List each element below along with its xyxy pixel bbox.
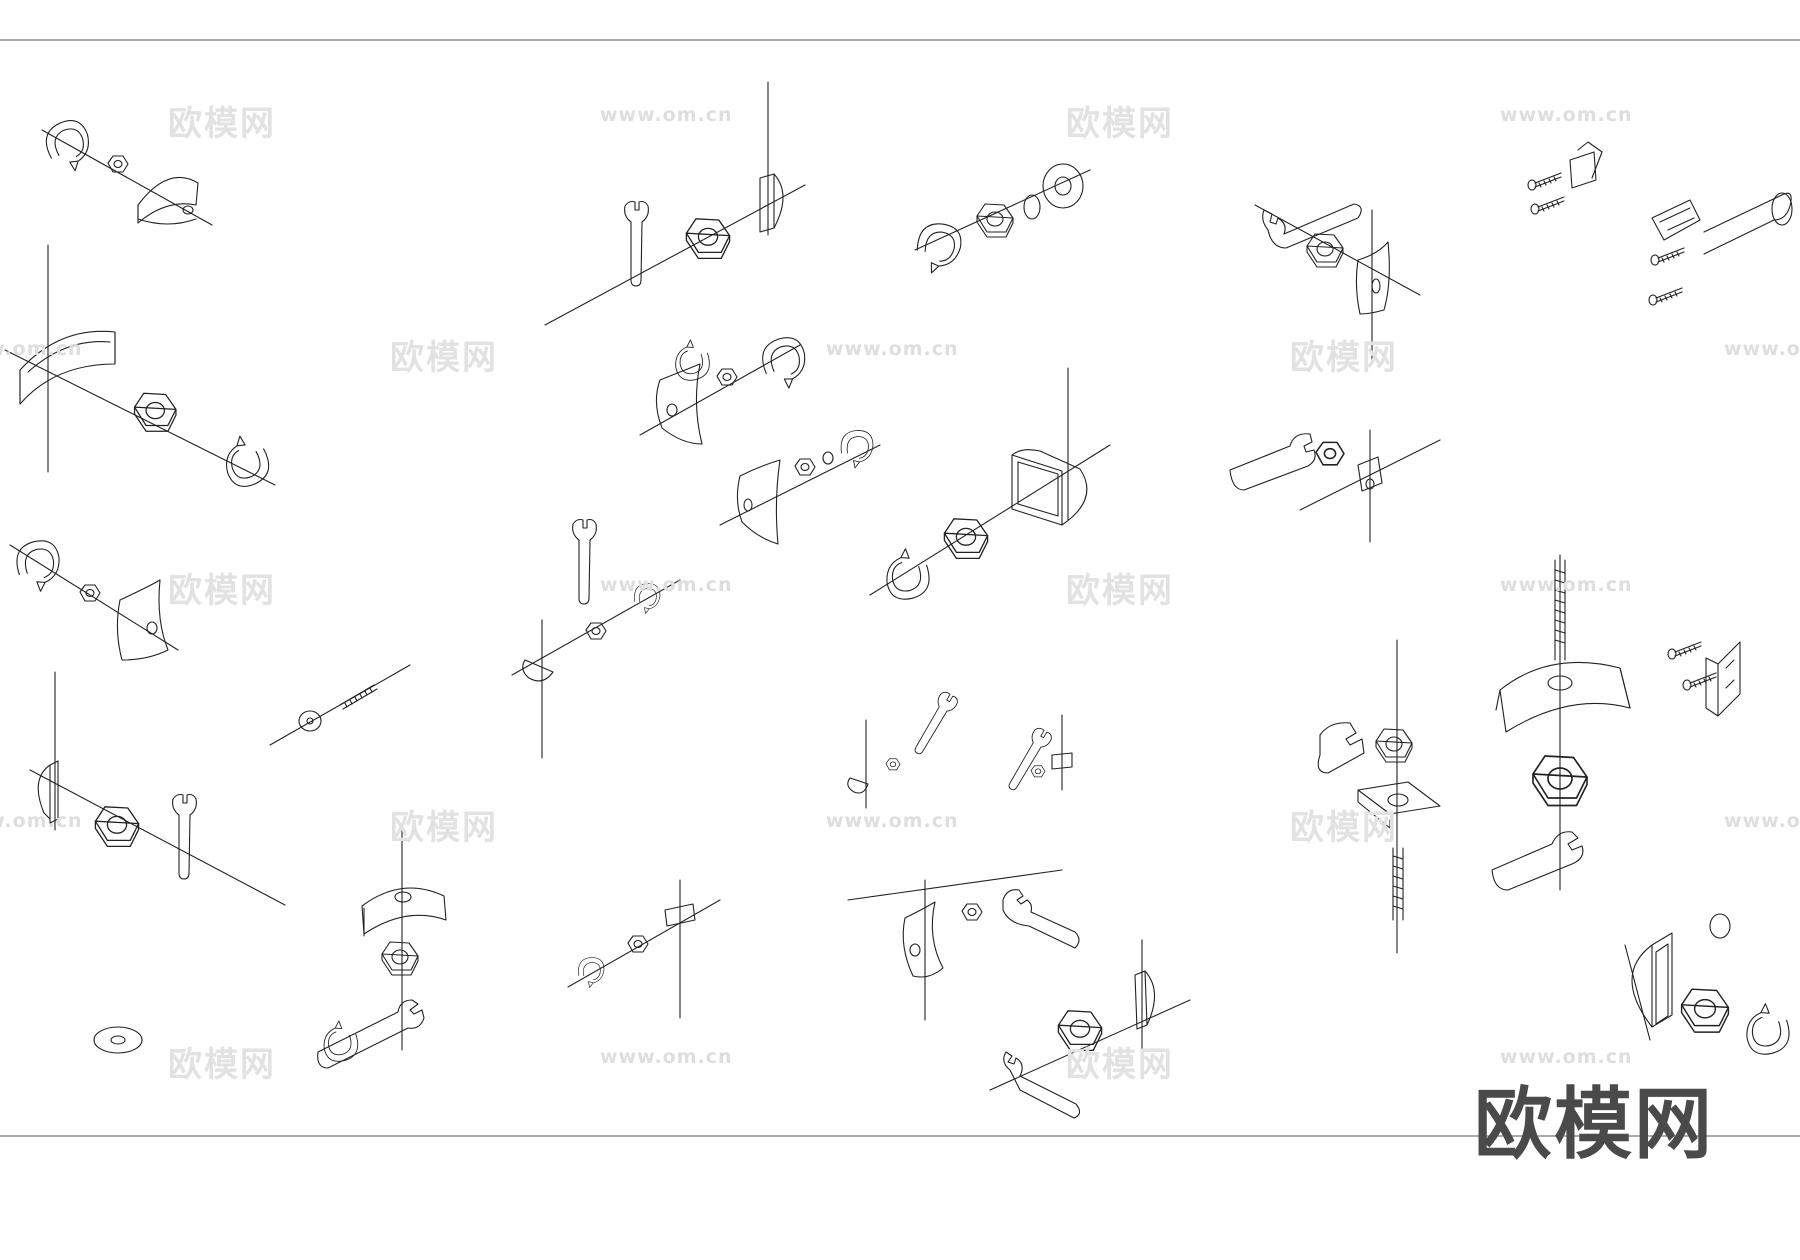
figure-wrench-nut-curved-tab bbox=[1254, 203, 1421, 363]
figure-half-round-frame-washer-nut bbox=[1624, 913, 1793, 1058]
figure-rod-saddle-nut-wrench bbox=[1491, 554, 1631, 891]
figure-small-wrench-assemblies bbox=[847, 689, 1073, 809]
figure-wrench-washer-half-disc bbox=[511, 518, 681, 759]
figure-hinge-screws-pipe bbox=[1527, 141, 1793, 306]
brand-logo: 欧模网 bbox=[1474, 1080, 1715, 1170]
figure-wrench-nut-plate bbox=[544, 81, 806, 384]
figure-nut-half-round-head bbox=[40, 115, 213, 226]
figure-half-round-plate-nut bbox=[4, 244, 276, 492]
figure-rod-nut-plate-wrench bbox=[1317, 639, 1441, 954]
figure-wrench-nut-small-tab bbox=[1229, 429, 1441, 543]
figure-plate-nut-wrench bbox=[29, 671, 361, 1065]
figure-washer-threaded-rod bbox=[269, 664, 411, 746]
figure-curved-plate-nut-wrench bbox=[847, 869, 1080, 1021]
figure-small-plate-nut-washer bbox=[567, 879, 721, 1019]
figure-nut-washer-rotation bbox=[912, 163, 1091, 278]
figure-curved-plate-nut bbox=[9, 537, 179, 661]
figure-curved-plate-nut-rotation bbox=[639, 333, 813, 445]
figure-saddle-nut-wrench bbox=[317, 829, 447, 1069]
figure-half-round-frame-nut bbox=[869, 367, 1111, 603]
figure-loose-washer bbox=[93, 1026, 143, 1054]
figure-curved-plate-washer-rotation bbox=[719, 430, 881, 545]
figure-l-bracket-screws bbox=[1667, 641, 1741, 717]
figure-wrench-nut-tab bbox=[989, 939, 1191, 1119]
